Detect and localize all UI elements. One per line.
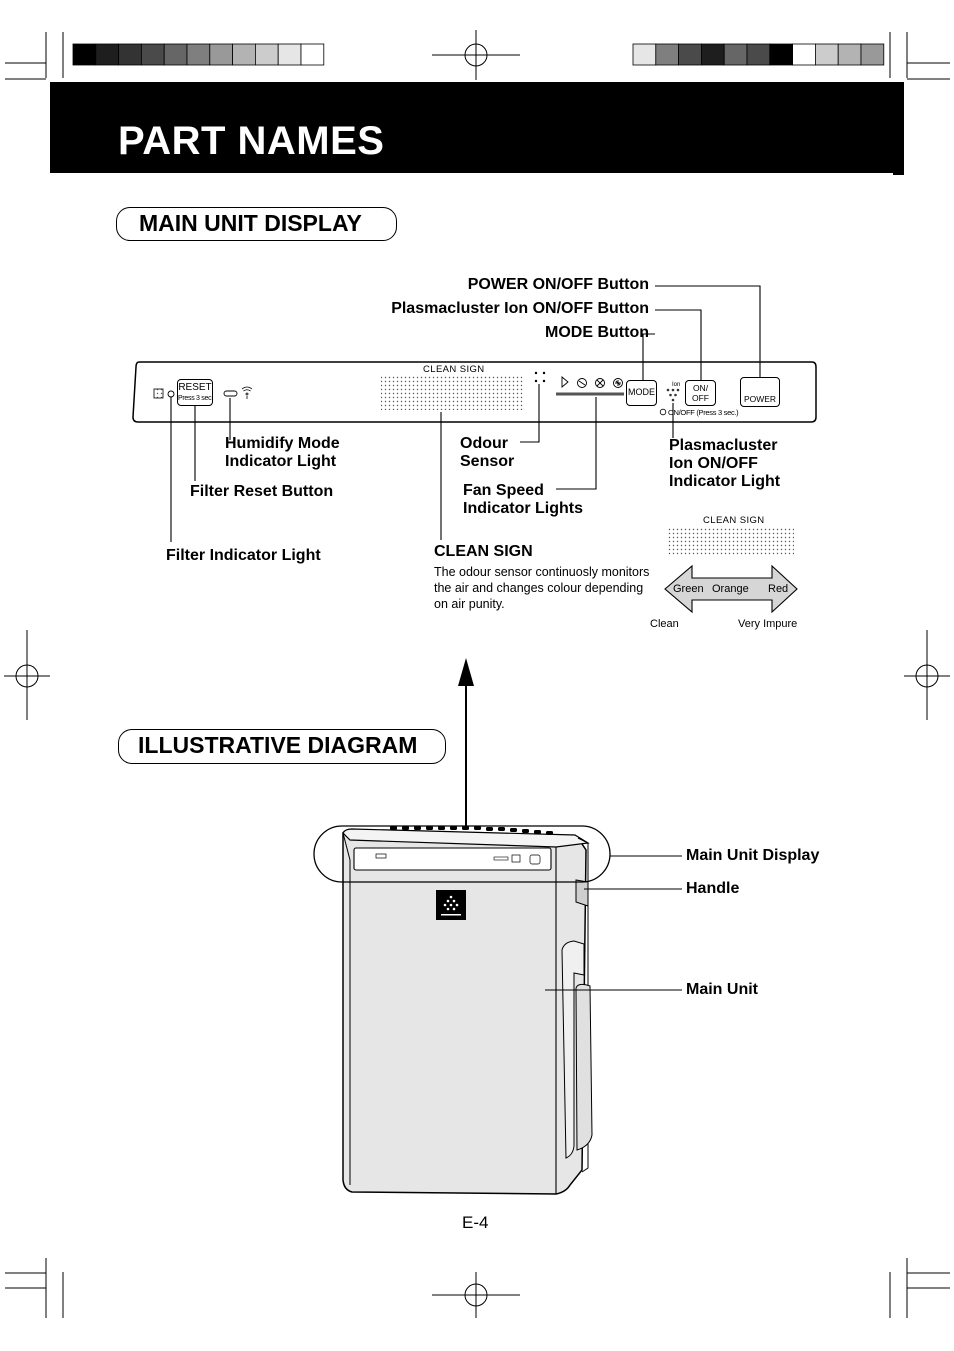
odour-sensor-dots bbox=[534, 371, 546, 383]
section-illustrative-diagram: ILLUSTRATIVE DIAGRAM bbox=[118, 729, 446, 764]
mini-display-strip bbox=[353, 847, 552, 871]
humidify-icon bbox=[241, 386, 253, 399]
clean-sign-desc-1: The odour sensor continuosly monitors bbox=[434, 565, 650, 579]
ion-onoff-label-1: ON/ bbox=[692, 383, 709, 393]
label-power-onoff-button: POWER ON/OFF Button bbox=[467, 276, 649, 293]
page-title: PART NAMES bbox=[118, 119, 385, 163]
fan-speed-icons bbox=[561, 376, 623, 388]
label-ion-line1: Plasmacluster bbox=[669, 437, 778, 454]
mode-button-label: MODE bbox=[628, 387, 655, 397]
power-button-label: POWER bbox=[743, 394, 777, 404]
scale-red: Red bbox=[768, 583, 789, 595]
label-fan-speed-line2: Indicator Lights bbox=[463, 500, 583, 517]
label-ion-onoff-button: Plasmacluster Ion ON/OFF Button bbox=[391, 300, 649, 317]
color-swatch bbox=[860, 43, 885, 66]
ion-indicator-dots bbox=[666, 388, 680, 402]
clean-sign-desc-2: the air and changes colour depending bbox=[434, 581, 644, 595]
humidify-lamp bbox=[223, 390, 238, 397]
label-ion-line3: Indicator Light bbox=[669, 473, 781, 490]
ion-onoff-button[interactable]: ON/ OFF bbox=[685, 380, 716, 406]
reset-button-sublabel: Press 3 sec. bbox=[178, 395, 213, 402]
ion-onoff-note: ON/OFF (Press 3 sec.) bbox=[668, 408, 739, 417]
scale-clean-sign-label: CLEAN SIGN bbox=[703, 515, 765, 526]
title-banner bbox=[50, 82, 893, 173]
arrow-up-icon bbox=[458, 658, 474, 686]
label-fan-speed-line1: Fan Speed bbox=[463, 482, 544, 499]
clean-sign-description: The odour sensor continuosly monitors th… bbox=[434, 564, 649, 612]
ion-label: Ion bbox=[672, 382, 681, 388]
panel-clean-sign-label: CLEAN SIGN bbox=[423, 364, 485, 375]
clean-sign-area bbox=[381, 376, 523, 410]
power-button[interactable]: POWER bbox=[740, 377, 780, 407]
reset-button[interactable]: RESET Press 3 sec. bbox=[177, 379, 213, 406]
label-ion-line2: Ion ON/OFF bbox=[669, 455, 758, 472]
mode-button[interactable]: MODE bbox=[626, 380, 657, 406]
clean-sign-heading: CLEAN SIGN bbox=[434, 543, 533, 560]
label-humidify-line1: Humidify Mode bbox=[225, 435, 340, 452]
label-fan-speed: Fan Speed Indicator Lights bbox=[463, 482, 583, 518]
label-humidify-line2: Indicator Light bbox=[225, 453, 337, 470]
label-main-unit: Main Unit bbox=[686, 981, 758, 998]
label-odour-line1: Odour bbox=[460, 435, 508, 452]
scale-orange: Orange bbox=[712, 583, 749, 595]
filter-icon bbox=[153, 388, 164, 399]
title-banner-edge bbox=[893, 82, 904, 175]
label-mode-button: MODE Button bbox=[545, 324, 649, 341]
label-main-unit-display: Main Unit Display bbox=[686, 847, 820, 864]
section-main-unit-display: MAIN UNIT DISPLAY bbox=[116, 207, 397, 241]
label-ion-indicator: Plasmacluster Ion ON/OFF Indicator Light bbox=[669, 437, 780, 491]
label-humidify-indicator: Humidify Mode Indicator Light bbox=[225, 435, 340, 471]
scale-green: Green bbox=[673, 583, 704, 595]
label-odour-sensor: Odour Sensor bbox=[460, 435, 514, 471]
ion-onoff-label-2: OFF bbox=[692, 393, 709, 403]
color-swatch bbox=[300, 43, 325, 66]
label-filter-reset-button: Filter Reset Button bbox=[190, 483, 334, 500]
display-highlight-outline bbox=[313, 825, 611, 883]
clean-sign-desc-3: on air punity. bbox=[434, 597, 505, 611]
page-number: E-4 bbox=[462, 1213, 489, 1232]
scale-clean: Clean bbox=[650, 618, 679, 630]
label-handle: Handle bbox=[686, 880, 740, 897]
label-odour-line2: Sensor bbox=[460, 453, 515, 470]
scale-very-impure: Very Impure bbox=[738, 618, 798, 630]
label-filter-indicator-light: Filter Indicator Light bbox=[166, 547, 321, 564]
reset-button-label: RESET bbox=[178, 382, 212, 393]
